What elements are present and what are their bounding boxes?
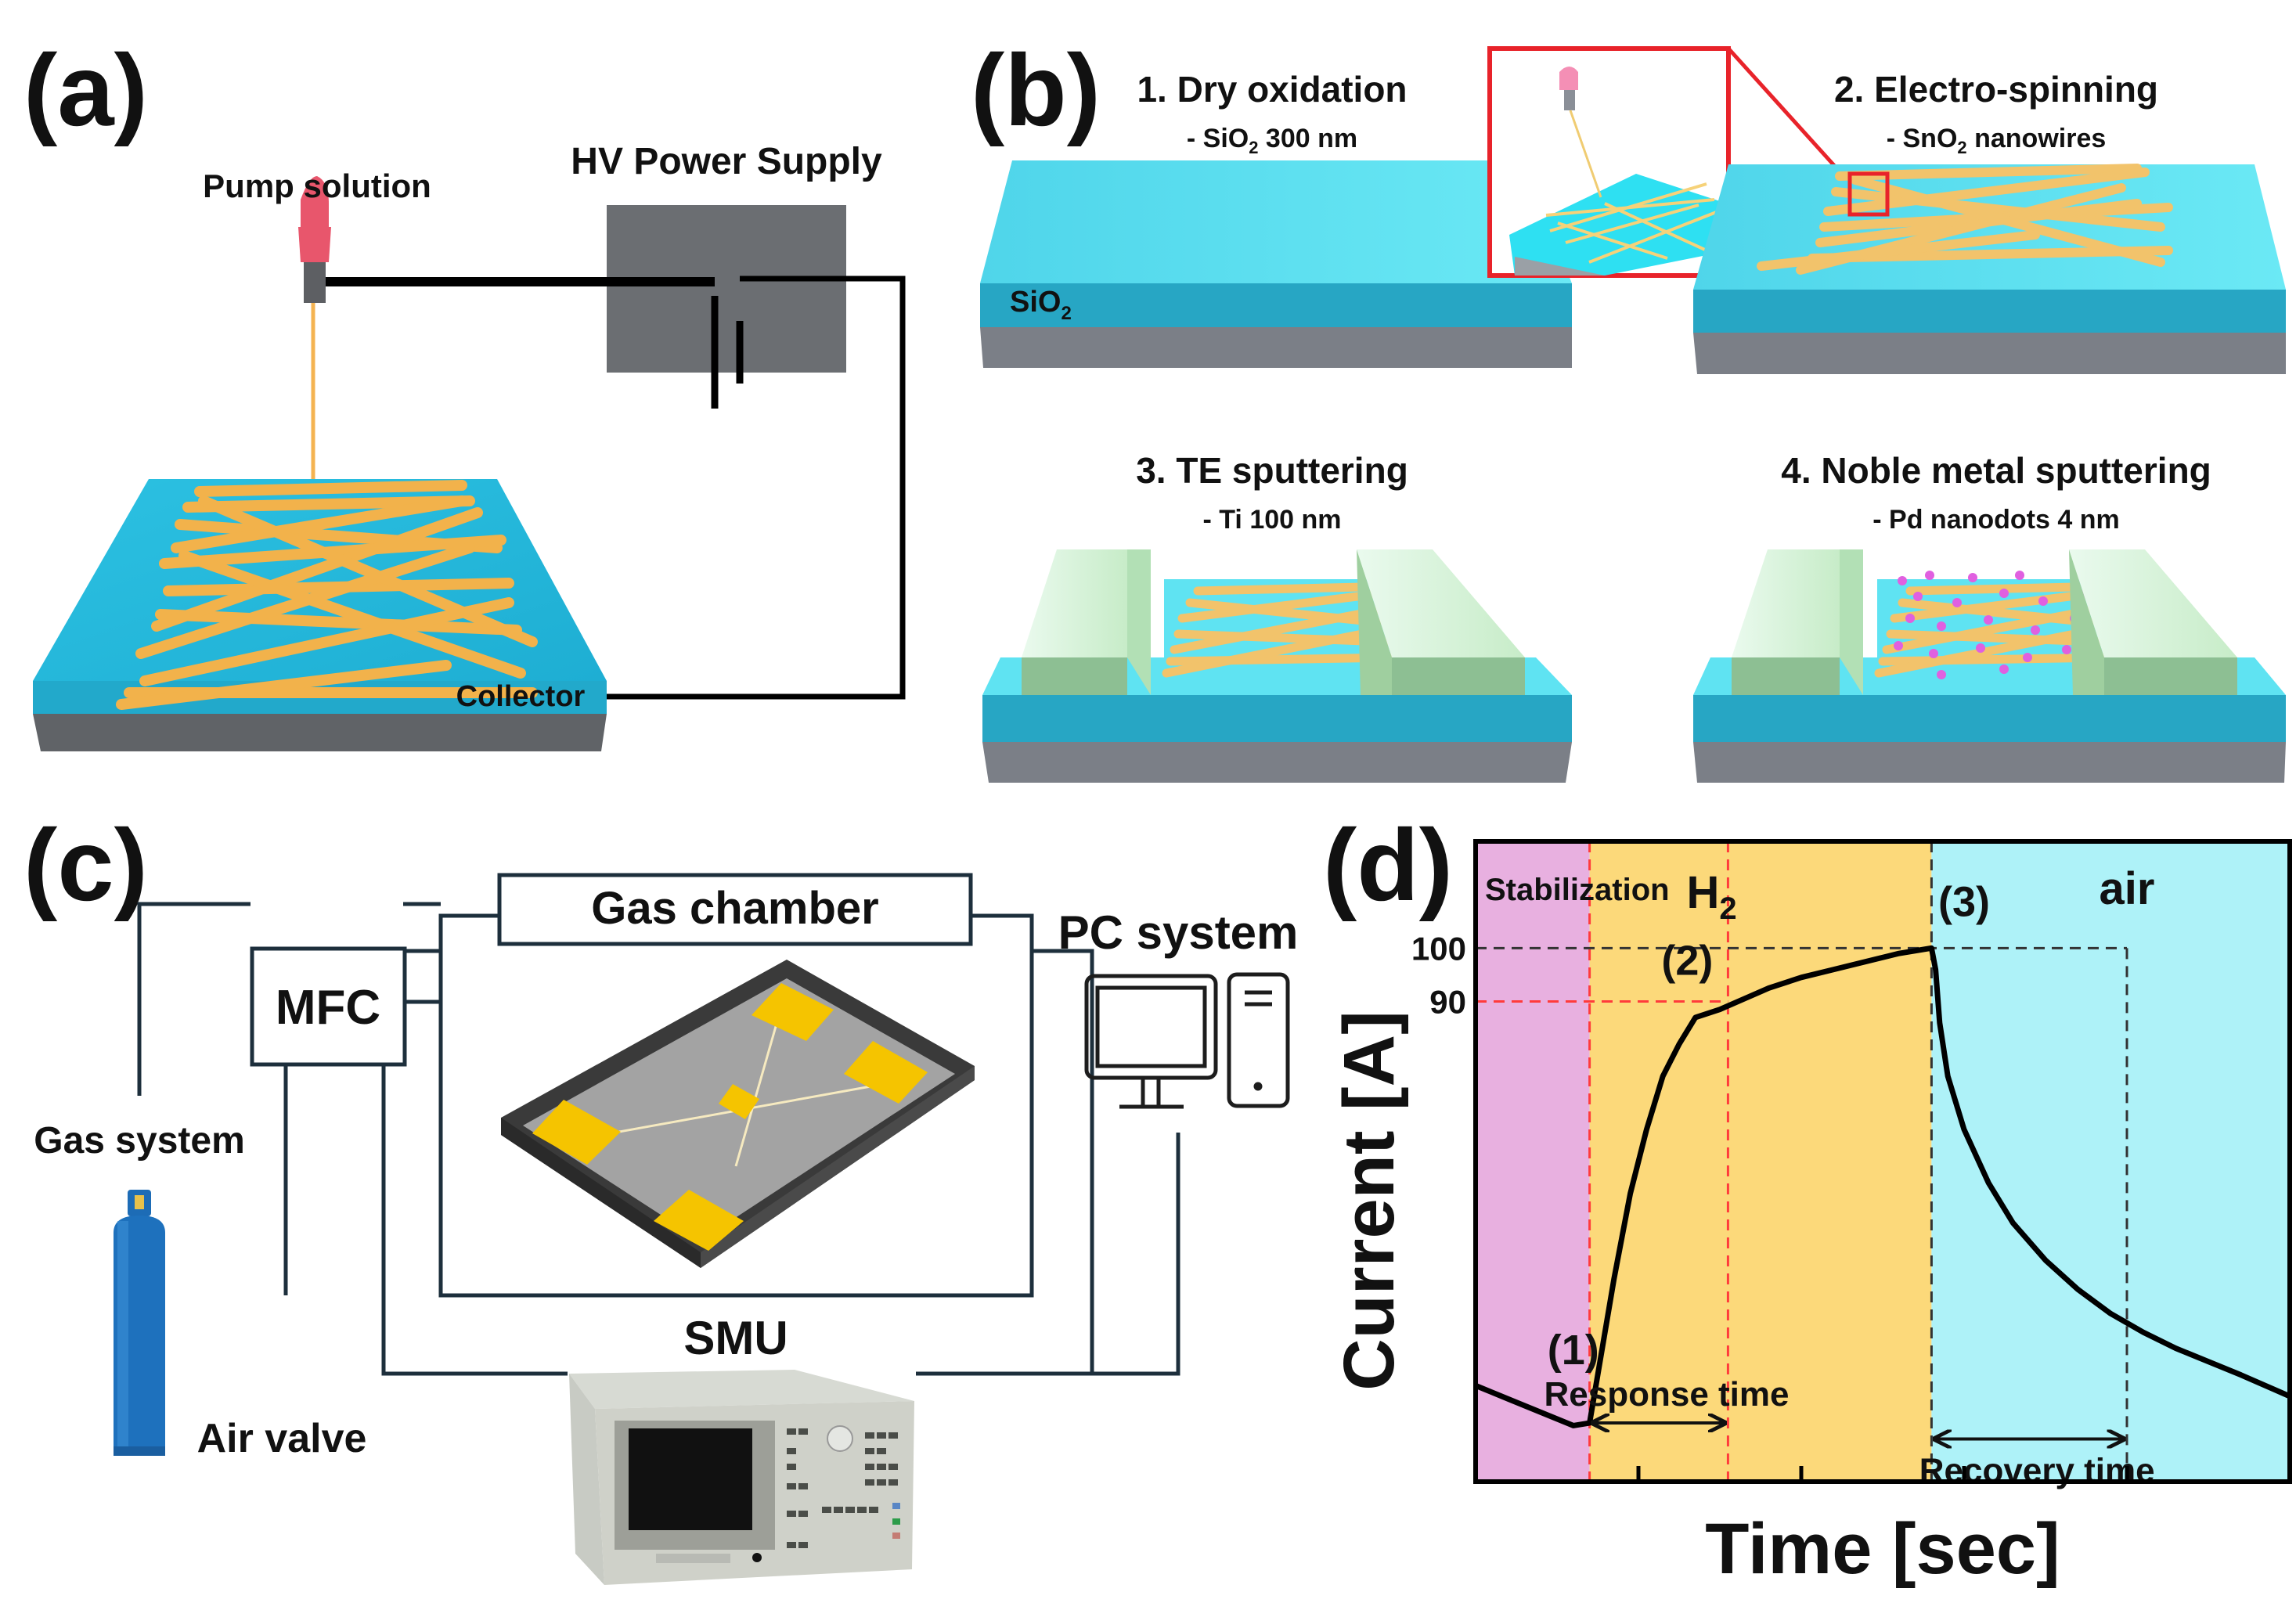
x-axis-label: Time [sec] <box>1705 1509 2060 1589</box>
step-3-subtitle: - Ti 100 nm <box>1203 505 1342 535</box>
inset-source-marker <box>1847 171 1890 217</box>
annotation-response-time: Response time <box>1544 1375 1790 1414</box>
air-valve-label: Air valve <box>197 1416 367 1461</box>
panel-b: (b) 1. Dry oxidation - SiO2 300 nm SiO2 <box>971 33 2286 783</box>
mfc-label: MFC <box>276 981 380 1035</box>
y-tick-label: 90 <box>1429 984 1466 1021</box>
pc-system-label: PC system <box>1058 906 1299 959</box>
sensor-chip <box>501 960 975 1268</box>
ti-electrode-left-step4 <box>1732 549 1863 695</box>
step-1-dry-oxidation: 1. Dry oxidation - SiO2 300 nm SiO2 <box>980 69 1572 368</box>
step-3-nanowires <box>1162 582 1398 678</box>
hv-power-supply-box <box>607 205 846 373</box>
annotation-marker: (1) <box>1548 1327 1599 1374</box>
response-chart: Stabilization H2 air (1) (2) (3) Response time… <box>1329 839 2292 1589</box>
gas-cylinder-icon <box>114 1190 165 1456</box>
collector-label: Collector <box>456 680 586 713</box>
step-4-noble-metal-sputtering: 4. Noble metal sputtering - Pd nanodots … <box>1693 450 2286 783</box>
ti-electrode-right <box>1357 549 1525 695</box>
gas-chamber-label: Gas chamber <box>591 883 879 934</box>
wire-supply-to-collector <box>607 276 906 700</box>
step-4-subtitle: - Pd nanodots 4 nm <box>1872 505 2119 535</box>
y-axis-label: Current [A] <box>1329 1010 1409 1391</box>
panel-c: (c) Gas chamber MFC <box>23 808 1298 1585</box>
annotation-marker: (3) <box>1938 878 1990 925</box>
inset-needle-icon <box>1559 67 1578 90</box>
pc-monitor-icon <box>1084 974 1218 1109</box>
panel-c-label: (c) <box>23 808 148 922</box>
step-1-title: 1. Dry oxidation <box>1137 69 1407 110</box>
step-4-nanowires <box>1874 582 2110 678</box>
annotation-recovery-time: Recovery time <box>1919 1451 2155 1489</box>
region-label-air: air <box>2100 863 2155 914</box>
pc-tower-icon <box>1227 972 1290 1108</box>
step-4-title: 4. Noble metal sputtering <box>1781 450 2211 491</box>
inset-nanowires <box>1545 182 1719 264</box>
y-tick-label: 100 <box>1411 930 1466 967</box>
step-2-electro-spinning: 2. Electro-spinning - SnO2 nanowires <box>1693 69 2286 374</box>
ti-electrode-left <box>1022 549 1151 695</box>
sio2-layer-label: SiO2 <box>1010 286 1072 324</box>
panel-a: (a) HV Power Supply Pump solution <box>23 33 906 751</box>
step-3-te-sputtering: 3. TE sputtering - Ti 100 nm <box>982 450 1572 783</box>
panel-d-label: (d) <box>1323 808 1453 922</box>
gold-pads <box>532 983 928 1251</box>
region-label-stabilization: Stabilization <box>1485 873 1670 907</box>
mfc-box <box>250 946 407 1067</box>
series-line-current <box>1474 945 2291 1428</box>
region-label-h2: H2 <box>1687 867 1737 926</box>
hv-power-supply-label: HV Power Supply <box>571 141 882 182</box>
pump-solution-label: Pump solution <box>203 167 431 204</box>
ti-electrode-right-step4 <box>2069 549 2237 695</box>
gas-chamber-box <box>497 873 973 946</box>
step-1-subtitle: - SiO2 300 nm <box>1187 124 1357 157</box>
panel-b-label: (b) <box>971 33 1101 147</box>
step-2-title: 2. Electro-spinning <box>1834 69 2158 110</box>
step-3-title: 3. TE sputtering <box>1136 450 1408 491</box>
collector-substrate <box>33 479 607 751</box>
step-2-nanowires <box>1757 164 2173 275</box>
smu-instrument-icon <box>569 1370 914 1585</box>
nanowire-mesh <box>116 480 538 710</box>
panel-a-label: (a) <box>23 33 148 147</box>
electrospinning-inset <box>1487 46 1847 278</box>
step-2-subtitle: - SnO2 nanowires <box>1887 124 2107 157</box>
syringe-needle-icon <box>298 176 331 481</box>
panel-d: (d) Stabilization H2 air (1) (2) (3) Response … <box>1323 808 2292 1589</box>
plot-frame <box>1473 839 2292 1484</box>
annotation-marker: (2) <box>1661 937 1713 984</box>
gas-system-label: Gas system <box>34 1120 245 1162</box>
smu-label: SMU <box>683 1312 788 1364</box>
region-air <box>1931 841 2290 1482</box>
